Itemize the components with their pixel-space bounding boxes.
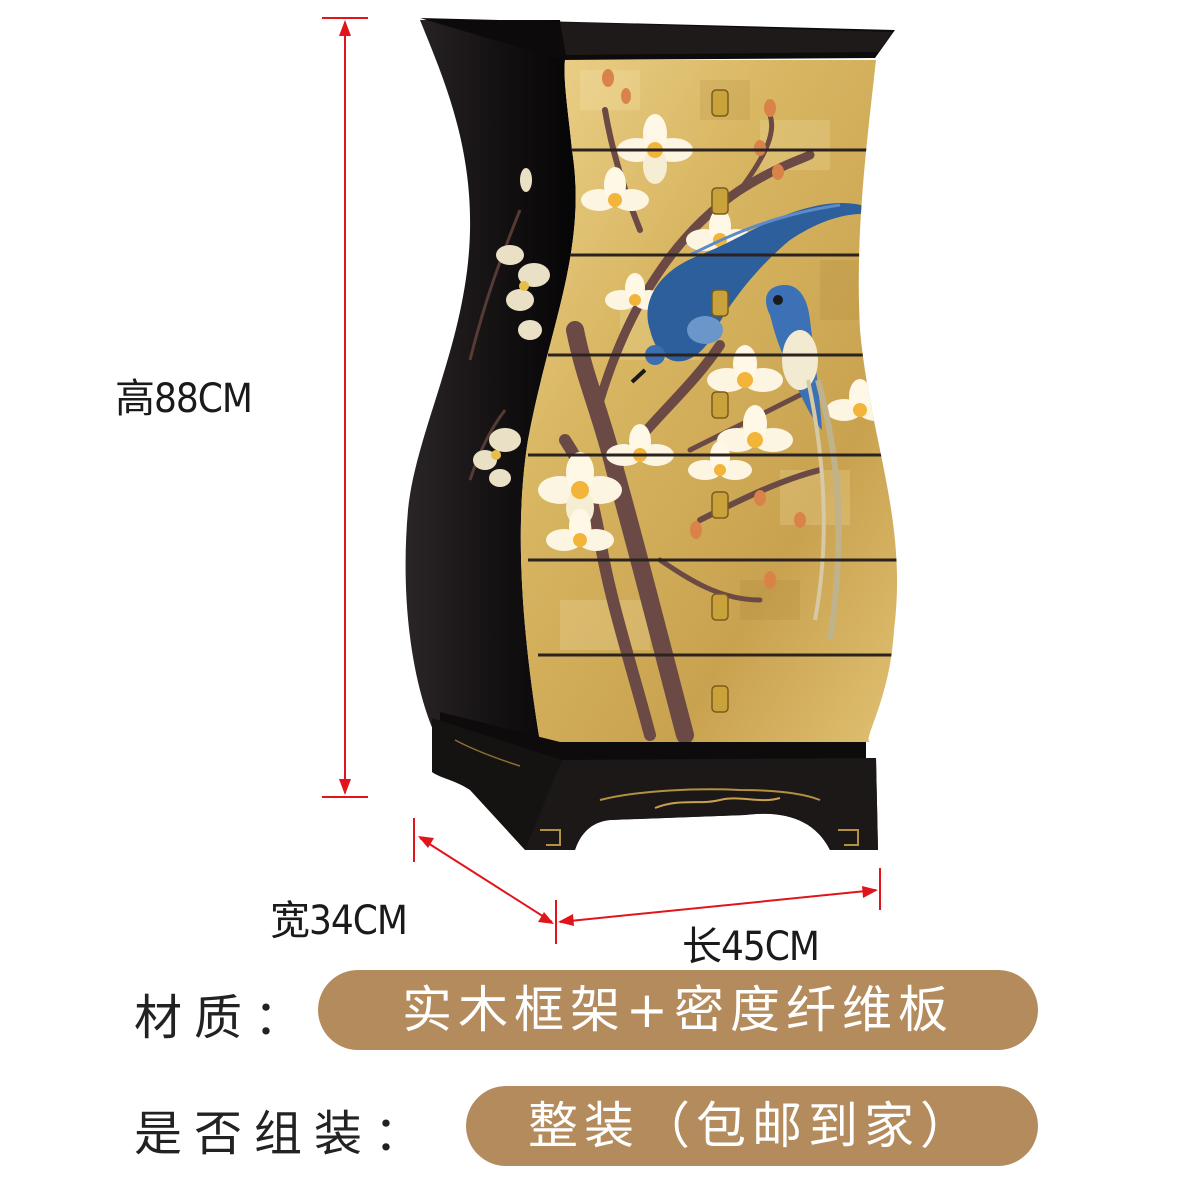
drawer-pulls [711,89,729,713]
painted-buds [602,69,806,589]
length-dimension-label: 长45CM [682,924,820,970]
cabinet-base [432,712,878,850]
side-magnolia-painting [468,168,550,487]
height-dimension-label: 高88CM [115,376,253,422]
width-dimension-line [413,818,554,924]
height-dimension-line [322,17,368,798]
painted-magnolias [538,114,894,551]
material-label: 材质： [134,990,315,1046]
assembly-value-badge: 整装（包邮到家） [466,1086,1038,1166]
cabinet-side-panel [405,20,576,745]
dimension-lines [322,17,881,944]
painted-birds [630,203,880,641]
width-dimension-label: 宽34CM [270,898,408,944]
material-value-badge: 实木框架+密度纤维板 [318,970,1038,1050]
assembly-label: 是否组装： [134,1106,435,1162]
drawer-seams [528,148,898,657]
length-dimension-line [555,868,881,944]
